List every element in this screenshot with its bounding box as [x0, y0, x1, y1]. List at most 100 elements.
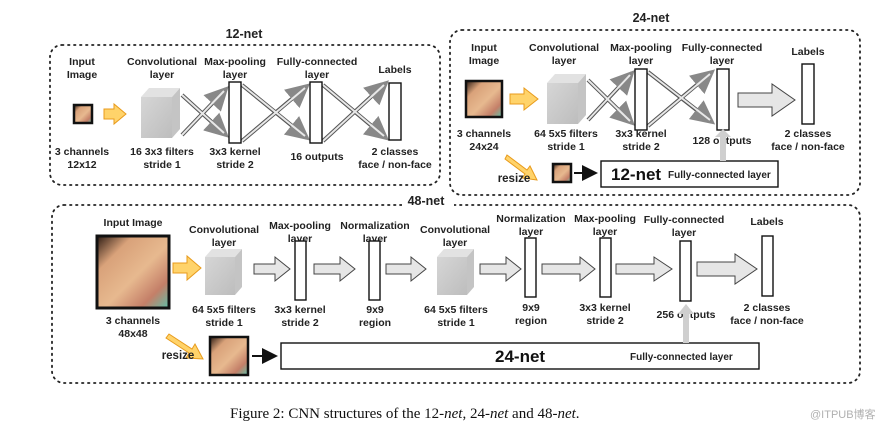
- net24-fc-header-2: layer: [710, 55, 735, 67]
- net48-pool2-header: Max-pooling: [574, 213, 636, 225]
- net48-pool1-layer-bar: [294, 240, 307, 301]
- net48-fc-header-2: layer: [672, 227, 697, 239]
- caption-prefix: Figure 2: CNN structures of the 12-: [230, 406, 444, 422]
- net12-labels-caption-2: face / non-face: [358, 159, 432, 171]
- net48-conv1-header-2: layer: [212, 237, 237, 249]
- net24-conv-caption: 64 5x5 filters: [534, 128, 598, 140]
- net48-resize-label: resize: [162, 350, 195, 362]
- net48-title-bg: [402, 193, 454, 209]
- net24-input-header: Input: [471, 42, 497, 54]
- net24-input-header-2: Image: [469, 55, 500, 67]
- net12-input-caption-2: 12x12: [67, 159, 96, 171]
- net48-orange-arrow-icon: [172, 254, 202, 282]
- net12-labels-caption: 2 classes: [372, 146, 419, 158]
- net12-panel: 12-net Input Image 3 channels 12x12 Conv…: [49, 27, 441, 186]
- net48-conv1-block-icon: [205, 249, 242, 295]
- net48-dotted-border: [51, 204, 861, 384]
- net24-fc-header: Fully-connected: [682, 42, 763, 54]
- net24-panel: 24-net Input Image 3 channels 24x24 Conv…: [449, 11, 861, 196]
- net48-fc-header: Fully-connected: [644, 214, 725, 226]
- net24-labels-header: Labels: [791, 46, 824, 58]
- net48-pool2-layer-bar: [599, 237, 612, 298]
- net48-conv1-caption-2: stride 1: [205, 317, 243, 329]
- caption-net48-italic: net: [557, 406, 576, 422]
- net12-input-header-2: Image: [67, 69, 98, 81]
- net48-norm2-layer-bar: [524, 237, 537, 298]
- net24-dotted-border: [449, 29, 861, 196]
- net48-conv2-header: Convolutional: [420, 224, 490, 236]
- net48-conv2-header-2: layer: [443, 237, 468, 249]
- net12-labels-header: Labels: [378, 64, 411, 76]
- net48-pool2-header-2: layer: [593, 226, 618, 238]
- net48-fc-layer-bar: [679, 240, 692, 302]
- net24-labels-caption-2: face / non-face: [771, 141, 845, 153]
- net12-fc-caption: 16 outputs: [290, 151, 343, 163]
- net48-norm1-layer-bar: [368, 240, 381, 301]
- net12-fc-header: Fully-connected: [277, 56, 358, 68]
- net48-feed-up-arrow-icon: [683, 310, 689, 343]
- net24-gray-arrow-icon: [737, 83, 796, 117]
- caption-mid1: , 24-: [462, 406, 490, 422]
- net12-labels-bar: [388, 82, 402, 141]
- net48-resize-arrow-icon: [165, 333, 204, 360]
- net24-pool-caption: 3x3 kernel: [615, 128, 666, 140]
- net24-fc-layer-bar: [716, 68, 730, 131]
- net12-pool-caption-2: stride 2: [216, 159, 254, 171]
- net48-conv2-block-icon: [437, 249, 474, 295]
- net24-pool-header-2: layer: [629, 55, 654, 67]
- net24-feed-up-arrow-icon: [720, 133, 726, 161]
- figure-caption: Figure 2: CNN structures of the 12-net, …: [230, 406, 580, 422]
- net12-input-face-image: [72, 103, 94, 125]
- net48-labels-caption-2: face / non-face: [730, 315, 804, 327]
- caption-mid2: and 48-: [508, 406, 557, 422]
- net24-pool-layer-bar: [634, 68, 648, 131]
- net48-input-caption: 3 channels: [106, 315, 160, 327]
- net48-gray-arrow-5-icon: [541, 255, 596, 283]
- net48-norm2-header: Normalization: [496, 213, 565, 225]
- net12-input-caption: 3 channels: [55, 146, 109, 158]
- net48-norm2-header-2: layer: [519, 226, 544, 238]
- net24-input-caption-2: 24x24: [469, 141, 498, 153]
- net24-title: 24-net: [633, 11, 671, 25]
- net24-labels-caption: 2 classes: [785, 128, 832, 140]
- net24-conv-header-2: layer: [552, 55, 577, 67]
- net48-pool2-caption-2: stride 2: [586, 315, 624, 327]
- net48-labels-header: Labels: [750, 216, 783, 228]
- net24-sub-net-box: [600, 160, 779, 188]
- net48-gray-arrow-4-icon: [479, 255, 522, 283]
- net12-conv-caption-2: stride 1: [143, 159, 181, 171]
- net24-conv-block-icon: [547, 74, 586, 124]
- net48-norm2-caption-2: region: [515, 315, 547, 327]
- caption-net24-italic: net: [490, 406, 509, 422]
- caption-net12-italic: net: [444, 406, 463, 422]
- net12-pool-header-2: layer: [223, 69, 248, 81]
- net48-sub-fc-label: Fully-connected layer: [630, 352, 733, 363]
- net12-pool-layer-bar: [228, 81, 242, 144]
- net12-pool-caption: 3x3 kernel: [209, 146, 260, 158]
- net48-panel: 48-net Input Image 3 channels 48x48 Conv…: [51, 193, 861, 384]
- net48-norm2-caption: 9x9: [522, 302, 540, 314]
- net48-resized-face-image: [208, 335, 250, 377]
- net24-input-caption: 3 channels: [457, 128, 511, 140]
- net48-input-caption-2: 48x48: [118, 328, 147, 340]
- net24-input-face-image: [464, 79, 504, 119]
- caption-suffix: .: [576, 406, 580, 422]
- net24-resize-label: resize: [498, 173, 531, 185]
- net12-conv-header-2: layer: [150, 69, 175, 81]
- net48-gray-arrow-1-icon: [253, 255, 291, 283]
- net48-conv1-header: Convolutional: [189, 224, 259, 236]
- net48-title: 48-net: [408, 194, 446, 208]
- net24-pool-caption-2: stride 2: [622, 141, 660, 153]
- net48-sub-net-box: [280, 342, 760, 370]
- net24-crossing-connections: [586, 69, 716, 128]
- net48-conv1-caption: 64 5x5 filters: [192, 304, 256, 316]
- net48-gray-arrow-2-icon: [313, 255, 356, 283]
- net48-labels-caption: 2 classes: [744, 302, 791, 314]
- net12-title: 12-net: [226, 27, 264, 41]
- net48-conv2-caption: 64 5x5 filters: [424, 304, 488, 316]
- net24-sub-net-label: 12-net: [611, 165, 661, 184]
- net48-input-face-image: [95, 234, 171, 310]
- net12-fc-header-2: layer: [305, 69, 330, 81]
- net24-orange-arrow-icon: [509, 86, 539, 112]
